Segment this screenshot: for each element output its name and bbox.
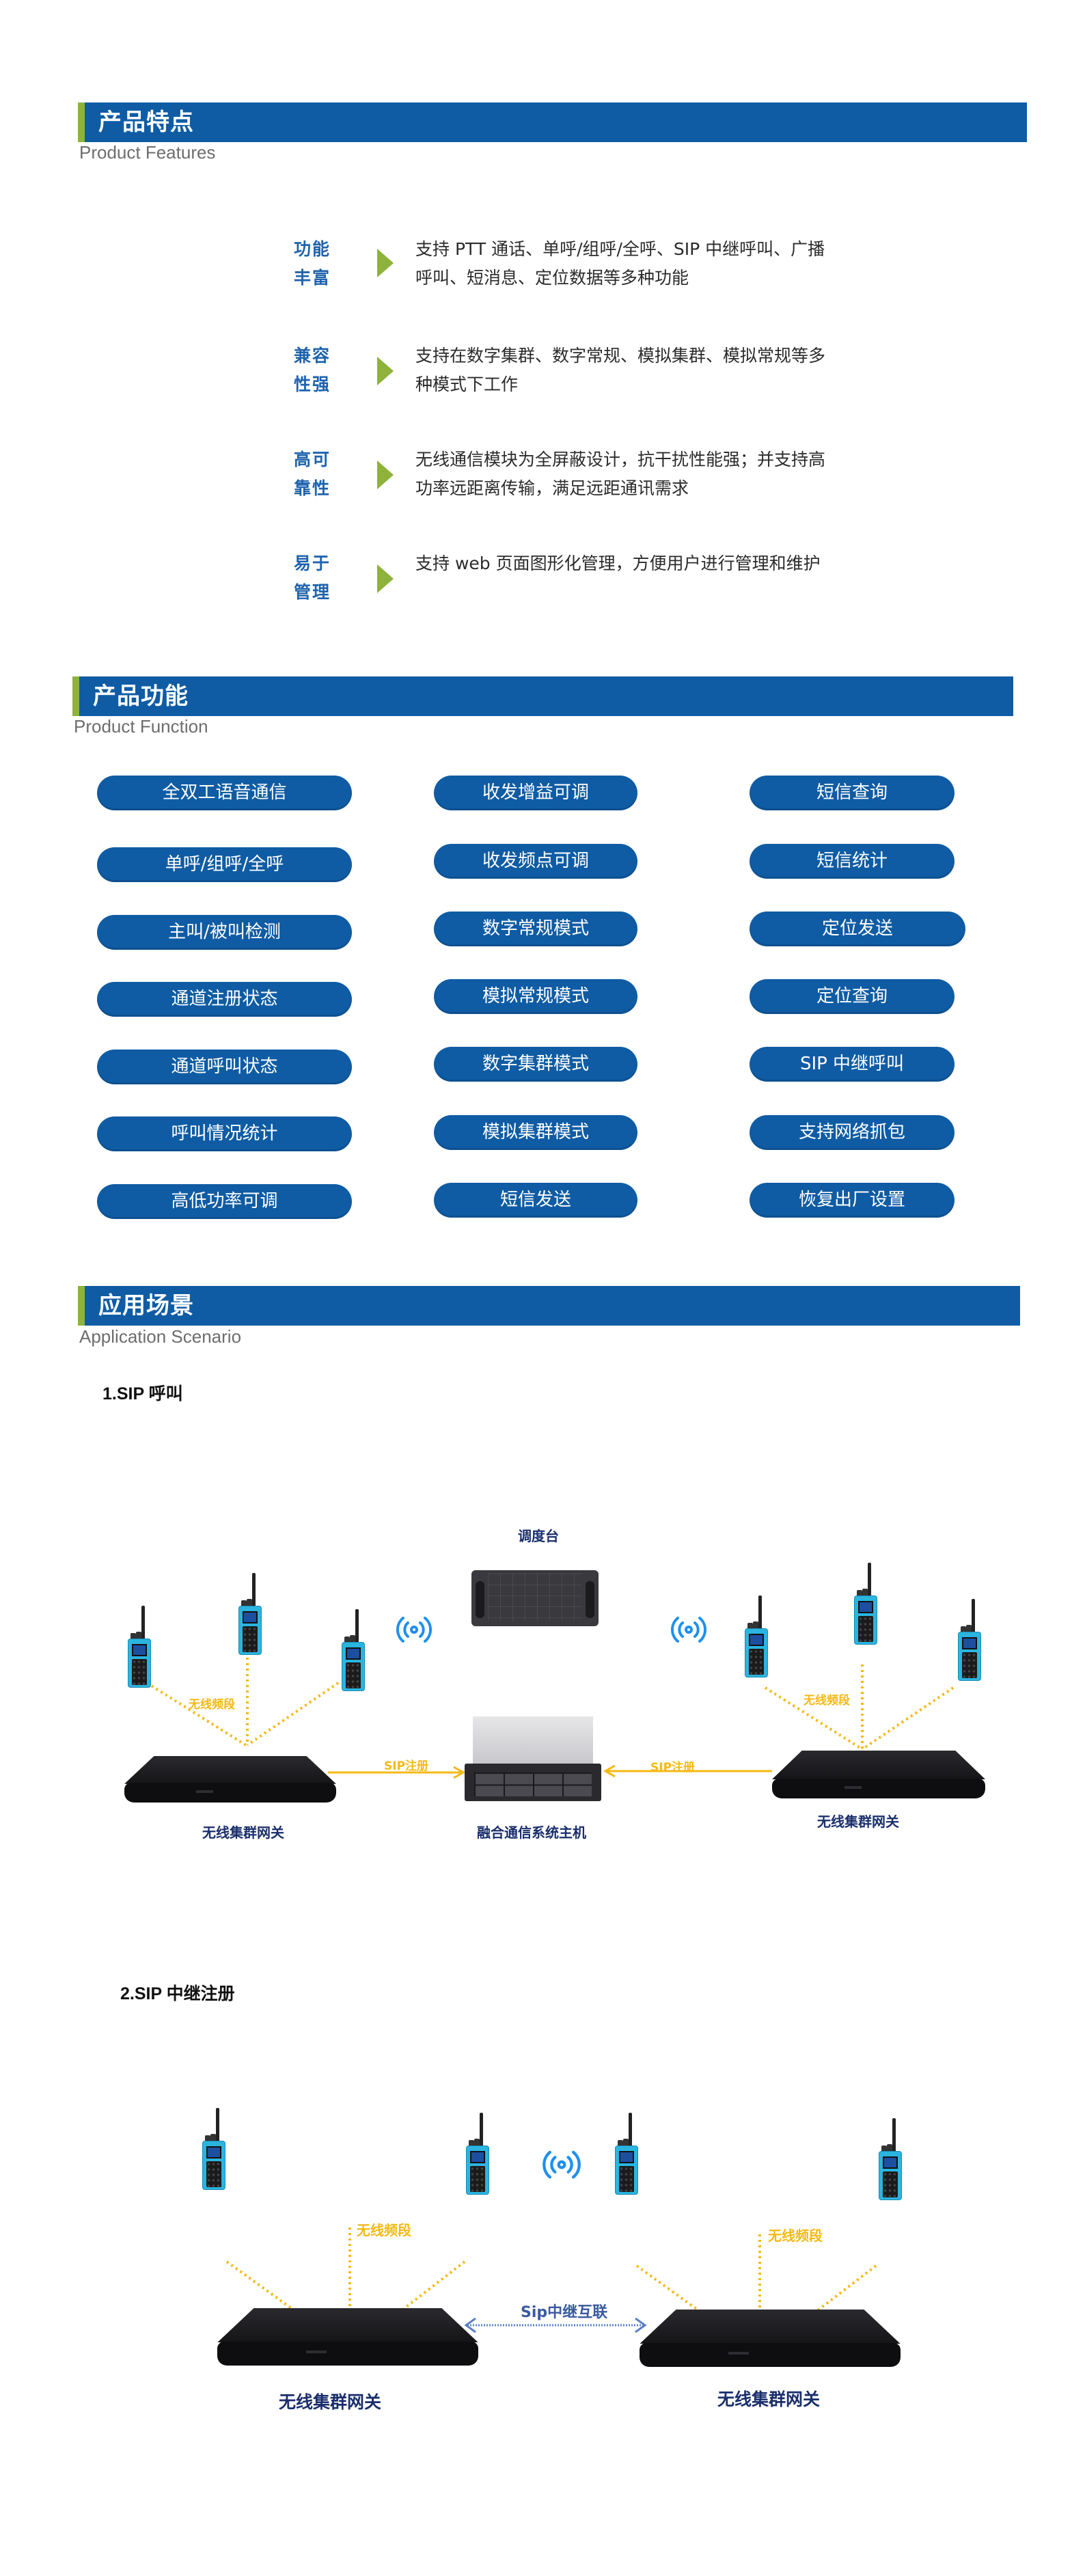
features-header-bar: 产品特点 (78, 102, 1027, 142)
function-pill: 呼叫情况统计 (97, 1116, 352, 1151)
feature-label: 高可 靠性 (294, 446, 342, 503)
right-band-label: 无线频段 (804, 1694, 850, 1708)
handheld-radio-image (342, 1609, 365, 1691)
scenario1-title: 1.SIP 呼叫 (102, 1384, 183, 1403)
functions-subtitle: Product Function (74, 716, 208, 737)
function-pill: 定位查询 (750, 979, 954, 1014)
feature-label-line1: 功能 (294, 239, 331, 259)
feature-description: 无线通信模块为全屏蔽设计，抗干扰性能强；并支持高功率远距离传输，满足远距通讯需求 (415, 450, 826, 498)
feature-label-line1: 高可 (294, 450, 331, 469)
handheld-radio-image (745, 1595, 768, 1677)
function-pill: 定位发送 (750, 912, 965, 946)
handheld-radio-image (238, 1573, 262, 1655)
right-gateway-label: 无线集群网关 (817, 1813, 899, 1830)
feature-description: 支持 PTT 通话、单呼/组呼/全呼、SIP 中继呼叫、广播呼叫、短消息、定位数… (415, 239, 825, 288)
feature-label: 功能 丰富 (294, 235, 342, 292)
feature-label-line2: 性强 (294, 374, 331, 394)
function-pill: 模拟常规模式 (434, 979, 637, 1014)
gateway-device-image (217, 2308, 478, 2366)
wireless-signal-icon (396, 1617, 432, 1643)
features-title: 产品特点 (98, 109, 194, 136)
function-pill: 恢复出厂设置 (750, 1183, 954, 1218)
feature-label-line2: 丰富 (294, 268, 331, 288)
feature-label-line1: 易于 (294, 553, 331, 573)
feature-label-line2: 靠性 (294, 478, 331, 498)
function-pill: 短信发送 (434, 1183, 637, 1218)
function-pill: 收发增益可调 (434, 776, 637, 810)
functions-header-bar: 产品功能 (72, 676, 1013, 716)
right-sip-label: SIP注册 (650, 1761, 696, 1775)
function-pill: 通道呼叫状态 (97, 1050, 352, 1084)
wireless-signal-icon (542, 2150, 581, 2179)
functions-title: 产品功能 (93, 683, 189, 710)
feature-label: 易于 管理 (294, 549, 342, 607)
triangle-arrow-icon (377, 461, 394, 489)
triangle-arrow-icon (377, 249, 394, 277)
server-label: 融合通信系统主机 (477, 1824, 586, 1841)
function-pill: 单呼/组呼/全呼 (97, 847, 352, 882)
function-pill: 主叫/被叫检测 (97, 915, 352, 950)
feature-label-line2: 管理 (294, 582, 331, 602)
function-pill: 短信查询 (750, 776, 954, 810)
console-label: 调度台 (518, 1528, 559, 1544)
scenarios-header-bar: 应用场景 (78, 1286, 1020, 1326)
gateway-device-image (772, 1751, 985, 1798)
feature-description: 支持 web 页面图形化管理，方便用户进行管理和维护 (415, 553, 821, 573)
function-pill: SIP 中继呼叫 (750, 1047, 954, 1082)
function-pill: 数字集群模式 (434, 1047, 637, 1082)
handheld-radio-image (958, 1599, 981, 1681)
handheld-radio-image (466, 2113, 489, 2195)
scenarios-subtitle: Application Scenario (79, 1326, 242, 1347)
right-gateway-label: 无线集群网关 (717, 2389, 821, 2409)
wireless-signal-icon (670, 1617, 707, 1643)
dispatch-console-image (471, 1570, 599, 1626)
left-band-label: 无线频段 (357, 2222, 411, 2238)
function-pill: 短信统计 (750, 844, 954, 879)
function-pill: 支持网络抓包 (750, 1115, 954, 1150)
right-band-label: 无线频段 (768, 2228, 823, 2244)
feature-label: 兼容 性强 (294, 342, 342, 399)
left-gateway-label: 无线集群网关 (279, 2392, 382, 2412)
function-pill: 通道注册状态 (97, 982, 352, 1017)
handheld-radio-image (202, 2108, 225, 2190)
handheld-radio-image (128, 1606, 151, 1688)
left-band-label: 无线频段 (189, 1698, 235, 1712)
function-pill: 高低功率可调 (97, 1184, 352, 1219)
triangle-arrow-icon (377, 357, 394, 385)
scenario2-title: 2.SIP 中继注册 (120, 1984, 235, 2003)
function-pill: 全双工语音通信 (97, 776, 352, 810)
handheld-radio-image (879, 2118, 902, 2200)
sip-trunk-link-label: Sip中继互联 (521, 2304, 608, 2321)
feature-description: 支持在数字集群、数字常规、模拟集群、模拟常规等多种模式下工作 (415, 346, 826, 394)
function-pill: 数字常规模式 (434, 912, 637, 946)
triangle-arrow-icon (377, 564, 394, 593)
function-pill: 收发频点可调 (434, 844, 637, 879)
gateway-device-image (124, 1756, 336, 1803)
handheld-radio-image (615, 2113, 638, 2195)
left-gateway-label: 无线集群网关 (202, 1824, 284, 1841)
feature-label-line1: 兼容 (294, 346, 331, 366)
gateway-device-image (640, 2310, 901, 2367)
server-host-image (465, 1716, 601, 1801)
features-subtitle: Product Features (79, 142, 216, 163)
handheld-radio-image (854, 1563, 877, 1645)
scenarios-title: 应用场景 (98, 1292, 194, 1319)
function-pill: 模拟集群模式 (434, 1115, 637, 1150)
left-sip-label: SIP注册 (384, 1759, 429, 1773)
